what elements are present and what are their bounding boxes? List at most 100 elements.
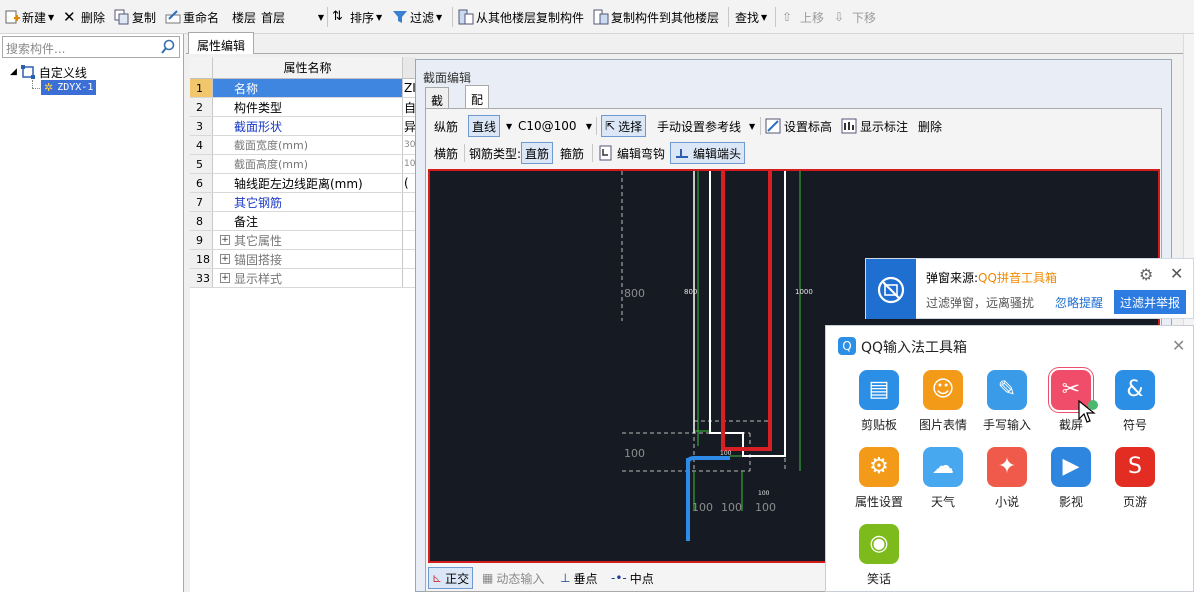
property-name: 截面宽度(mm): [234, 139, 309, 152]
tool-tile[interactable]: ⚙属性设置: [848, 447, 908, 515]
property-row[interactable]: 18+锚固搭接: [190, 250, 416, 269]
perpendicular-icon: ⊥: [560, 571, 571, 585]
tree-child-node[interactable]: ✲ ZDYX-1: [41, 80, 97, 95]
tool-tile[interactable]: ◉笑话: [848, 524, 908, 592]
set-elevation-button[interactable]: 设置标高: [765, 115, 832, 137]
filter-report-button[interactable]: 过滤并举报: [1114, 290, 1186, 314]
close-icon[interactable]: ✕: [1172, 336, 1186, 355]
show-label-button[interactable]: 显示标注: [841, 115, 908, 137]
dim-label-800-small: 800: [684, 288, 697, 296]
sort-button[interactable]: ⇅ 排序▼: [332, 9, 383, 25]
find-button[interactable]: 查找▼: [735, 10, 768, 25]
property-name: 锚固搭接: [234, 252, 283, 267]
dim-label-100-b1: 100: [692, 501, 713, 514]
copy-button[interactable]: 复制: [114, 7, 156, 27]
midpoint-snap-toggle[interactable]: -•-中点: [611, 571, 654, 586]
search-input[interactable]: 搜索构件...: [2, 36, 180, 58]
tab-rebar[interactable]: 配筋: [465, 85, 490, 124]
filter-button[interactable]: 过滤▼: [392, 7, 442, 27]
qq-input-toolbox: Q QQ输入法工具箱 ✕ ▤剪贴板☺图片表情✎手写输入✂截屏&符号⚙属性设置☁天…: [825, 325, 1194, 592]
tool-label: 笑话: [866, 572, 891, 586]
tool-label: 符号: [1122, 418, 1147, 432]
tree-root-node[interactable]: ◢ 自定义线: [10, 65, 87, 80]
tool-label: 天气: [930, 495, 955, 509]
move-down-button[interactable]: ⇩ 下移: [834, 10, 877, 25]
orthogonal-toggle[interactable]: ⊾正交: [428, 567, 474, 589]
tool-tile[interactable]: ▶影视: [1040, 447, 1100, 515]
property-value[interactable]: 异: [404, 119, 416, 134]
main-toolbar: 新建▼ ✕ 删除 复制 重命名 楼层 首层▼ ⇅ 排序▼ 过滤▼ 从其他楼层复制…: [0, 0, 1194, 34]
edit-hook-button[interactable]: 编辑弯钩: [598, 142, 665, 164]
tab-section[interactable]: 截面: [425, 87, 450, 125]
tool-tile[interactable]: & 符号: [1104, 370, 1164, 438]
perpendicular-snap-toggle[interactable]: ⊥垂点: [560, 571, 598, 586]
section-drawing[interactable]: 800 800 1000 100 100 100 100 100 100: [430, 171, 1158, 561]
delete-button[interactable]: ✕ 删除: [63, 8, 106, 26]
copy-icon: [114, 9, 129, 25]
straight-rebar-button[interactable]: 直筋: [521, 142, 554, 164]
edit-end-button[interactable]: 编辑端头: [670, 142, 746, 164]
copy-to-floor-button[interactable]: 复制构件到其他楼层: [593, 7, 719, 27]
straight-dropdown-arrow-icon[interactable]: ▼: [506, 121, 513, 131]
dim-label-100-b3: 100: [755, 501, 776, 514]
tool-tile[interactable]: ✂截屏: [1040, 370, 1100, 438]
tab-property-edit[interactable]: 属性编辑: [188, 32, 255, 54]
tool-label: 属性设置: [854, 495, 903, 509]
tool-tile[interactable]: ✦小说: [976, 447, 1036, 515]
dynamic-input-toggle[interactable]: ▦动态输入: [482, 571, 545, 586]
floor-select[interactable]: 首层▼: [261, 10, 324, 25]
rebar-spec-select[interactable]: C10@100▼: [518, 119, 592, 133]
property-value[interactable]: ZI: [404, 81, 416, 95]
grid-header: 属性名称: [190, 57, 416, 79]
tool-label: 页游: [1122, 495, 1147, 509]
tool-label: 截屏: [1058, 418, 1083, 432]
row-number: 2: [190, 98, 213, 116]
dim-label-100-b2: 100: [721, 501, 742, 514]
property-value[interactable]: 30: [404, 140, 416, 150]
straight-line-button[interactable]: 直线: [468, 115, 501, 137]
tool-tile[interactable]: ☁ 天气: [912, 447, 972, 515]
row-number: 5: [190, 155, 213, 173]
property-value[interactable]: 10: [404, 159, 416, 169]
expand-plus-icon[interactable]: +: [220, 254, 230, 264]
tool-tile[interactable]: ✎手写输入: [976, 370, 1036, 438]
copy-from-floor-button[interactable]: 从其他楼层复制构件: [458, 7, 584, 27]
delete-rebar-button[interactable]: 删除: [918, 119, 943, 134]
tool-tile[interactable]: ☺图片表情: [912, 370, 972, 438]
search-icon[interactable]: [160, 39, 176, 55]
move-up-button[interactable]: ⇧ 上移: [782, 10, 825, 25]
rename-button[interactable]: 重命名: [165, 7, 219, 27]
handwriting-icon: ✎: [987, 370, 1027, 410]
property-value[interactable]: (: [404, 176, 409, 190]
expand-plus-icon[interactable]: +: [220, 235, 230, 245]
expand-plus-icon[interactable]: +: [220, 273, 230, 283]
ignore-reminder-link[interactable]: 忽略提醒: [1055, 296, 1104, 310]
select-button[interactable]: ⇱选择: [601, 115, 647, 137]
tool-label: 图片表情: [918, 418, 967, 432]
property-row[interactable]: 33+显示样式: [190, 269, 416, 288]
collapse-triangle-icon[interactable]: ◢: [10, 67, 17, 77]
manual-ref-line-button[interactable]: 手动设置参考线▼: [657, 119, 756, 134]
property-value[interactable]: 自: [404, 100, 416, 115]
close-icon[interactable]: ✕: [1170, 264, 1184, 283]
row-number: 3: [190, 117, 213, 135]
new-button[interactable]: 新建▼: [4, 7, 54, 27]
tool-tile[interactable]: ▤剪贴板: [848, 370, 908, 438]
new-icon: [5, 10, 20, 24]
property-row[interactable]: 9+其它属性: [190, 231, 416, 250]
green-dimension-lines: [693, 171, 801, 511]
weather-icon: ☁: [923, 447, 963, 487]
gear-icon[interactable]: ⚙: [1139, 265, 1154, 284]
symbol-icon: &: [1115, 370, 1155, 410]
row-number: 7: [190, 193, 213, 211]
stirrup-button[interactable]: 箍筋: [560, 146, 585, 161]
